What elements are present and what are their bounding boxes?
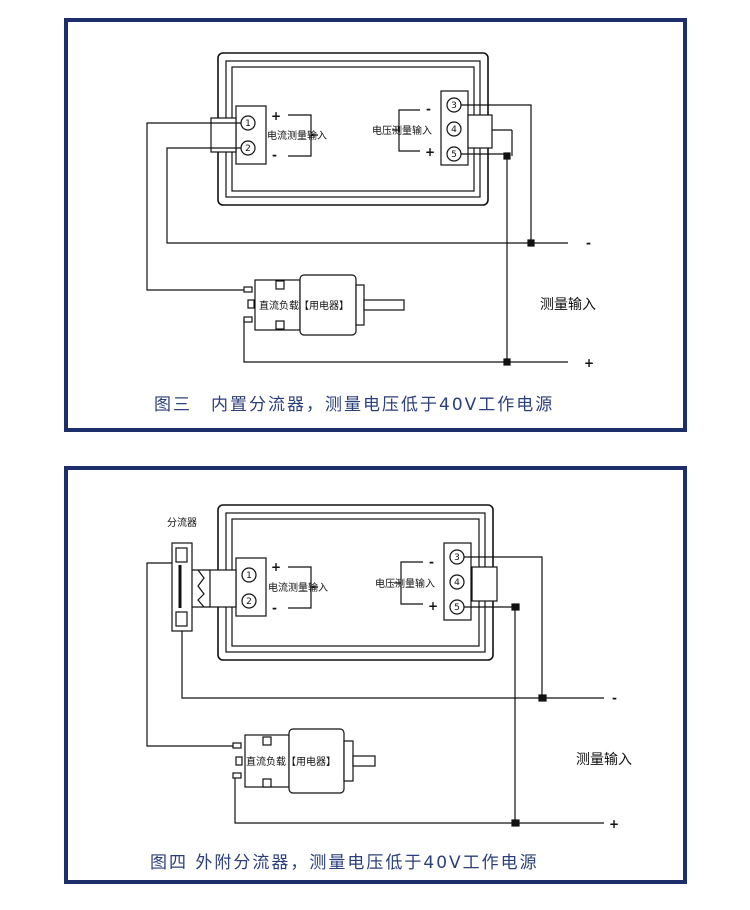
measure-plus: + bbox=[584, 356, 594, 370]
terminal-5-label: 5 bbox=[454, 603, 460, 613]
current-plus: + bbox=[271, 109, 281, 123]
voltage-resistor-box bbox=[471, 566, 498, 602]
terminal-2 bbox=[241, 593, 257, 609]
figure-4-diagram: 分流器 1 2 3 4 5 + - 电流测量输入 - + 电压测量输入 - + … bbox=[146, 504, 632, 831]
junction-neg bbox=[527, 239, 535, 247]
voltage-plus: + bbox=[425, 145, 435, 159]
voltage-input-label: 电压测量输入 bbox=[375, 577, 435, 590]
wire-shunt-neg bbox=[181, 631, 542, 699]
figure-4-panel: 分流器 1 2 3 4 5 + - 电流测量输入 - + 电压测量输入 - + … bbox=[64, 466, 687, 884]
current-input-label: 电流测量输入 bbox=[268, 581, 328, 594]
terminal-1 bbox=[241, 567, 257, 583]
terminal-1-label: 1 bbox=[246, 571, 252, 581]
junction-neg bbox=[538, 694, 547, 702]
junction-term5 bbox=[503, 152, 511, 160]
internal-shunt-box bbox=[210, 117, 237, 153]
load-label: 直流负载【用电器】 bbox=[259, 299, 349, 312]
measure-input-label: 测量输入 bbox=[576, 752, 632, 768]
current-plus: + bbox=[271, 560, 281, 574]
terminal-4 bbox=[449, 574, 465, 590]
junction-pos bbox=[503, 358, 511, 366]
dc-load-motor bbox=[243, 274, 405, 336]
wire-shunt-load bbox=[146, 562, 240, 747]
terminal-1-label: 1 bbox=[245, 119, 251, 129]
measure-input-label: 测量输入 bbox=[540, 297, 596, 313]
current-minus: - bbox=[272, 601, 277, 615]
figure-3-diagram: 1 2 3 4 5 + - 电流测量输入 - + 电压测量输入 - + 测量输入… bbox=[146, 52, 596, 370]
current-minus: - bbox=[272, 148, 277, 162]
terminal-5-label: 5 bbox=[451, 150, 457, 160]
terminal-2-label: 2 bbox=[245, 144, 251, 154]
connector-box bbox=[209, 569, 237, 608]
wire-terminal2-neg bbox=[166, 147, 531, 244]
dc-load-motor bbox=[232, 728, 376, 794]
figure-4-caption: 图四 外附分流器，测量电压低于40V工作电源 bbox=[150, 853, 539, 873]
wire-terminal1-load bbox=[146, 122, 250, 291]
figure-3-panel: 1 2 3 4 5 + - 电流测量输入 - + 电压测量输入 - + 测量输入… bbox=[64, 18, 687, 432]
voltage-input-label: 电压测量输入 bbox=[372, 124, 432, 137]
terminal-4 bbox=[446, 121, 462, 137]
current-input-label: 电流测量输入 bbox=[267, 129, 327, 142]
terminal-3-label: 3 bbox=[451, 101, 457, 111]
terminal-4-label: 4 bbox=[454, 578, 460, 588]
measure-minus: - bbox=[612, 691, 617, 705]
load-label: 直流负载【用电器】 bbox=[246, 755, 336, 768]
current-terminal-block bbox=[235, 105, 267, 165]
terminal-4-label: 4 bbox=[451, 125, 457, 135]
wire-neg-measure bbox=[464, 556, 604, 699]
meter-housing-inner bbox=[231, 66, 475, 192]
wire-neg-measure bbox=[461, 104, 568, 244]
terminal-2-label: 2 bbox=[246, 597, 252, 607]
terminal-3-label: 3 bbox=[454, 553, 460, 563]
junction-term5 bbox=[511, 603, 520, 611]
voltage-minus: - bbox=[429, 555, 434, 569]
measure-minus: - bbox=[586, 236, 591, 250]
junction-pos bbox=[511, 819, 520, 827]
figure-3-caption: 图三 内置分流器，测量电压低于40V工作电源 bbox=[154, 395, 555, 415]
external-shunt bbox=[171, 542, 210, 632]
voltage-terminal-block bbox=[440, 90, 469, 166]
voltage-minus: - bbox=[426, 102, 431, 116]
voltage-plus: + bbox=[428, 599, 438, 613]
measure-plus: + bbox=[609, 817, 619, 831]
shunt-label: 分流器 bbox=[167, 516, 197, 529]
voltage-resistor-box bbox=[467, 114, 493, 149]
